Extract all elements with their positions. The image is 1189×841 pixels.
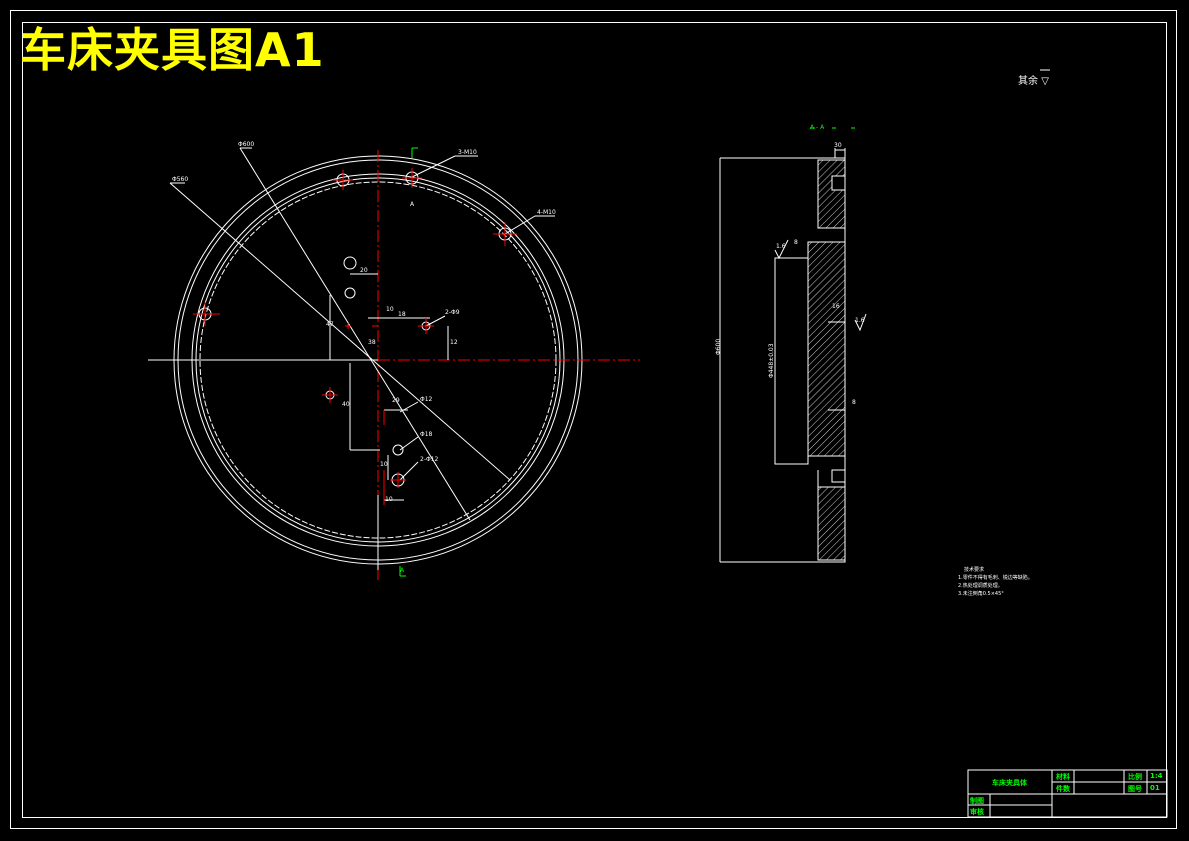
label-rough-1: 1.6 [776,243,786,250]
slot-bottom [831,469,846,483]
label-dim-h: 29 [392,397,400,404]
leader-lower-3 [399,461,419,481]
technical-requirements: 技术要求 1.零件不得有毛刺、锐边等缺陷。 2.热处理调质处理。 3.未注倒角0… [958,566,1033,598]
profile-top [817,160,845,229]
holes [198,171,512,487]
label-overall: Φ600 [715,338,722,355]
section-mark-top: A [410,201,415,208]
label-dim-f: 12 [450,339,458,346]
roughness-mark-2 [854,313,867,332]
label-dim-c: 10 [386,306,394,313]
drawn-label: 制图 [970,797,984,805]
tech-notes-heading: 技术要求 [964,567,985,573]
leader-mid-hole [425,315,446,327]
roughness-mark-1 [774,239,789,260]
check-label: 审核 [970,808,984,816]
drawing-name: 车床夹具体 [992,779,1027,787]
label-dim-b: 47 [326,321,334,328]
hole-crosshairs [193,168,517,505]
center-lines [377,150,640,580]
profile-lower [817,470,845,488]
hole-lower-1 [392,444,404,456]
title-block-grid [967,769,1168,818]
tech-note-1: 1.零件不得有毛刺、锐边等缺陷。 [958,575,1033,581]
front-view-lines [148,147,555,570]
finish-note-text: 其余 [1018,76,1038,87]
drawing-no-value: 01 [1150,784,1160,792]
inner-circle-2 [199,181,557,539]
label-rough-2: 1.6 [855,317,865,324]
slot-top [831,175,846,191]
label-hole-lower1: Φ12 [420,396,433,403]
roughness-symbol-icon: ▽ [1041,76,1049,87]
scale-value: 1:4 [1150,772,1163,780]
side-view [719,69,1050,563]
tech-note-2: 2.热处理调质处理。 [958,583,1003,589]
label-small: 16 [832,303,840,310]
hatch-middle [807,241,846,457]
label-phi-pcd: Φ560 [172,176,189,183]
drawing-border-inner [22,22,1167,818]
label-step: 8 [794,239,798,246]
tech-note-3: 3.未注倒角0.5×45° [958,591,1004,597]
label-dim-e: 38 [368,339,376,346]
section-title: A - A [810,124,825,131]
drawing-border-outer [10,10,1177,829]
label-hole-lower3: 2-Φ12 [420,456,439,463]
label-dim-i: 10 [380,461,388,468]
phi-leader-1 [169,182,511,481]
label-dim-g: 40 [342,401,350,408]
label-dim-j: 10 [385,496,393,503]
qty-label: 件数 [1056,785,1070,793]
label-phi-outer: Φ600 [238,141,255,148]
section-mark-bottom: A [400,567,405,574]
label-holes-right: 4-M10 [537,209,556,216]
surface-finish-note: 其余 ▽ [1018,72,1049,87]
label-low: 8 [852,399,856,406]
drawing-no-label: 图号 [1128,785,1142,793]
label-hole-mid: 2-Φ9 [445,309,460,316]
label-holes-top: 3-M10 [458,149,477,156]
label-dim-a: 20 [360,267,368,274]
label-bore: Φ448±0.03 [768,343,775,378]
drawing-title: 车床夹具图A1 [20,23,325,77]
phi-leader-2 [239,147,471,521]
label-thickness: 30 [834,142,842,149]
section-markers [399,127,855,577]
label-dim-d: 18 [398,311,406,318]
hole-mid-2 [344,287,356,299]
scale-label: 比例 [1128,773,1142,781]
material-label: 材料 [1056,773,1070,781]
label-hole-lower2: Φ18 [420,431,433,438]
leader-top-holes [409,155,456,179]
hatch-top [817,159,846,229]
hatch-bottom [817,486,846,561]
title-block: 车床夹具体 材料 件数 比例 1:4 图号 01 制图 审核 [968,770,1167,817]
hole-upper-mid [343,256,357,270]
